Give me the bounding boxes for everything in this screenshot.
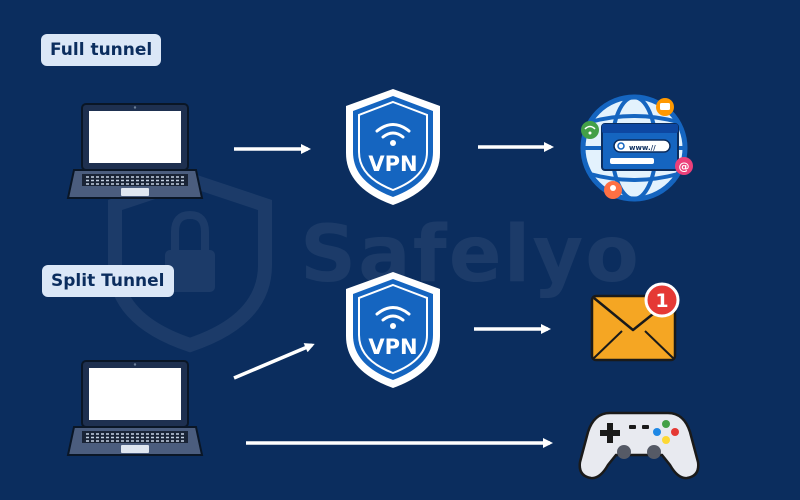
watermark-text: Safelyo <box>300 210 641 300</box>
arrow-laptop-to-vpn-split <box>233 343 315 380</box>
browser-window-icon: www.// <box>601 123 679 171</box>
split-tunnel-label: Split Tunnel <box>42 265 174 297</box>
vpn-shield-icon-split: VPN <box>344 270 442 390</box>
notification-count: 1 <box>655 290 668 312</box>
notification-badge: 1 <box>644 282 680 318</box>
full-tunnel-label: Full tunnel <box>41 34 162 66</box>
game-controller-icon <box>578 411 700 480</box>
laptop-icon-full <box>67 103 203 199</box>
vpn-label-full: VPN <box>368 152 417 176</box>
at-badge-icon <box>675 157 693 175</box>
svg-text:@: @ <box>679 160 690 173</box>
vpn-shield-icon-full: VPN <box>344 87 442 207</box>
browser-address: www.// <box>629 144 656 152</box>
wifi-badge-icon <box>581 121 599 139</box>
vpn-label-split: VPN <box>368 335 417 359</box>
laptop-icon-split <box>67 360 203 456</box>
globe-internet-icon: www.// @ <box>580 94 693 202</box>
